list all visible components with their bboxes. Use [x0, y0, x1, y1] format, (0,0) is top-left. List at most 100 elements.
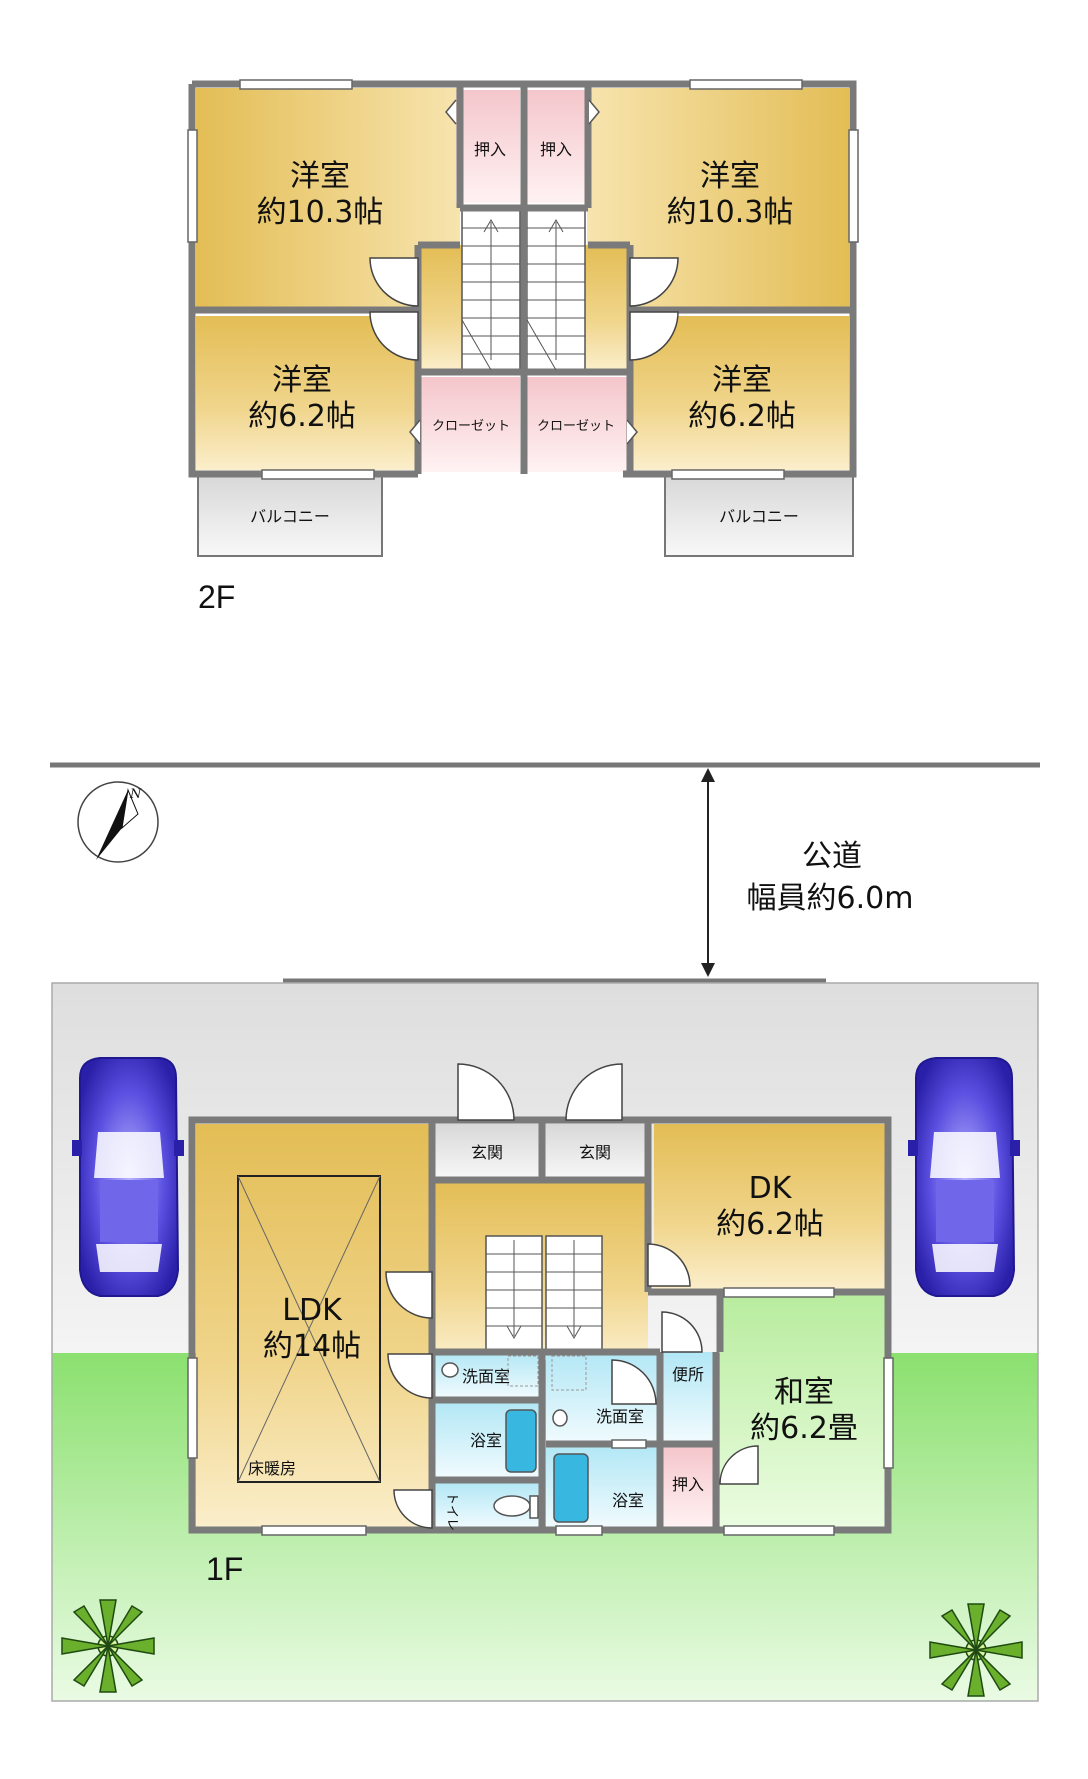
label-balcony-left: バルコニー — [250, 507, 330, 526]
entrance-right-area — [542, 1124, 648, 1180]
door-2f-ne — [629, 257, 679, 307]
label-washitsu: 和室 — [774, 1375, 834, 1410]
label-bath-left: 浴室 — [470, 1431, 502, 1450]
window-2f-se-bottom — [671, 469, 785, 480]
label-washitsu-size: 約6.2畳 — [750, 1411, 858, 1446]
toilet-right-area — [662, 1352, 716, 1442]
closet-arrow-right — [626, 419, 638, 445]
balcony-right — [664, 475, 854, 557]
compass-north-label: N — [129, 787, 142, 802]
label-dk-size: 約6.2帖 — [716, 1207, 824, 1242]
label-entrance-left: 玄関 — [471, 1143, 503, 1162]
toilet-bowl-left — [493, 1495, 531, 1517]
compass-needle-icon — [96, 790, 128, 860]
plant-right-icon — [929, 1603, 1023, 1697]
door-2f-se — [629, 311, 679, 361]
compass-needle-tail — [121, 788, 139, 830]
oshiire-2f-right — [527, 90, 589, 203]
oshiire-arrow-left — [445, 99, 457, 125]
closet-arrow-left — [409, 419, 421, 445]
label-washroom-left: 洗面室 — [462, 1367, 510, 1386]
label-western-sw: 洋室 — [272, 363, 332, 398]
window-1f-ldk-bottom — [261, 1525, 367, 1536]
window-2f-nw-top — [239, 79, 353, 90]
label-oshiire-1f: 押入 — [672, 1475, 704, 1494]
floor-label-2f: 2F — [198, 579, 235, 615]
road-arrow-head-bottom — [701, 963, 715, 977]
door-dk — [647, 1243, 691, 1287]
closet-2f-right — [527, 377, 627, 472]
sink-left — [441, 1362, 459, 1378]
stair-2f-right-treads — [526, 219, 585, 371]
door-ldk-2 — [387, 1353, 433, 1399]
window-1f-washitsu-side — [883, 1357, 894, 1469]
window-1f-bath-right — [611, 1439, 647, 1449]
label-toilet-left: トイレ — [444, 1492, 459, 1531]
door-entrance-right — [565, 1063, 623, 1121]
bathtub-right — [553, 1453, 589, 1523]
road-arrow-head-top — [701, 768, 715, 782]
door-2f-sw — [369, 311, 419, 361]
label-western-se-size: 約6.2帖 — [688, 399, 796, 434]
road-label: 公道 — [802, 839, 862, 874]
oshiire-1f-area — [662, 1446, 716, 1528]
label-closet-2f-right: クローゼット — [537, 419, 615, 434]
walls-2f-inner — [192, 84, 853, 474]
label-closet-2f-left: クローゼット — [432, 419, 510, 434]
label-dk: DK — [749, 1171, 793, 1206]
washer-right — [551, 1355, 587, 1391]
door-entrance-left — [457, 1063, 515, 1121]
sink-right — [552, 1409, 568, 1427]
door-2f-nw — [369, 257, 419, 307]
room-dk — [654, 1124, 886, 1290]
room-washitsu — [720, 1294, 886, 1530]
car-left-icon — [72, 1057, 184, 1297]
label-balcony-right: バルコニー — [719, 507, 799, 526]
road-width-label: 幅員約6.0m — [747, 881, 914, 916]
washer-left — [507, 1355, 539, 1387]
label-western-ne: 洋室 — [700, 159, 760, 194]
door-washitsu — [719, 1445, 759, 1485]
label-entrance-right: 玄関 — [579, 1143, 611, 1162]
label-western-nw-size: 約10.3帖 — [257, 195, 384, 230]
floor-heating-area — [237, 1175, 381, 1483]
window-1f-ldk-side — [187, 1357, 198, 1459]
plant-left-icon — [61, 1599, 155, 1693]
compass: N — [77, 781, 159, 863]
label-ldk-size: 約14帖 — [263, 1329, 361, 1364]
label-oshiire-2f-right: 押入 — [540, 140, 572, 159]
lot-outline — [51, 982, 1039, 1702]
door-ldk-1 — [385, 1271, 433, 1319]
bathtub-left — [505, 1409, 537, 1473]
label-washroom-right: 洗面室 — [596, 1407, 644, 1426]
door-ldk-3 — [393, 1489, 433, 1529]
label-oshiire-2f-left: 押入 — [474, 140, 506, 159]
door-toilet-right — [661, 1311, 703, 1353]
window-2f-nw-side — [187, 129, 198, 243]
label-ldk: LDK — [282, 1293, 343, 1328]
balcony-left — [197, 475, 383, 557]
window-2f-ne-top — [689, 79, 803, 90]
label-western-se: 洋室 — [712, 363, 772, 398]
stair-2f-left-treads — [461, 219, 520, 371]
entrance-left-area — [432, 1124, 542, 1180]
label-floor-heating: 床暖房 — [248, 1459, 296, 1478]
label-western-sw-size: 約6.2帖 — [248, 399, 356, 434]
first-floor: LDK 約14帖 床暖房 DK 約6.2帖 和室 約6.2畳 玄関 玄関 洗面室… — [187, 1063, 894, 1587]
car-right-icon — [908, 1057, 1020, 1297]
label-bath-right: 浴室 — [612, 1491, 644, 1510]
oshiire-2f-left — [456, 90, 520, 203]
window-1f-dk-bottom — [723, 1287, 835, 1298]
floor-heating-diag-2 — [237, 1175, 381, 1483]
room-ldk — [196, 1124, 432, 1528]
second-floor: 洋室 約10.3帖 洋室 約10.3帖 洋室 約6.2帖 洋室 約6.2帖 押入… — [187, 79, 859, 615]
door-washroom-right — [611, 1359, 657, 1405]
window-1f-washitsu-bottom — [723, 1525, 835, 1536]
floor-label-1f: 1F — [206, 1551, 243, 1587]
window-2f-sw-bottom — [261, 469, 375, 480]
toilet-tank-left — [529, 1495, 539, 1519]
closet-2f-left — [420, 377, 520, 472]
window-1f-bath-bottom — [555, 1525, 603, 1536]
label-western-nw: 洋室 — [290, 159, 350, 194]
